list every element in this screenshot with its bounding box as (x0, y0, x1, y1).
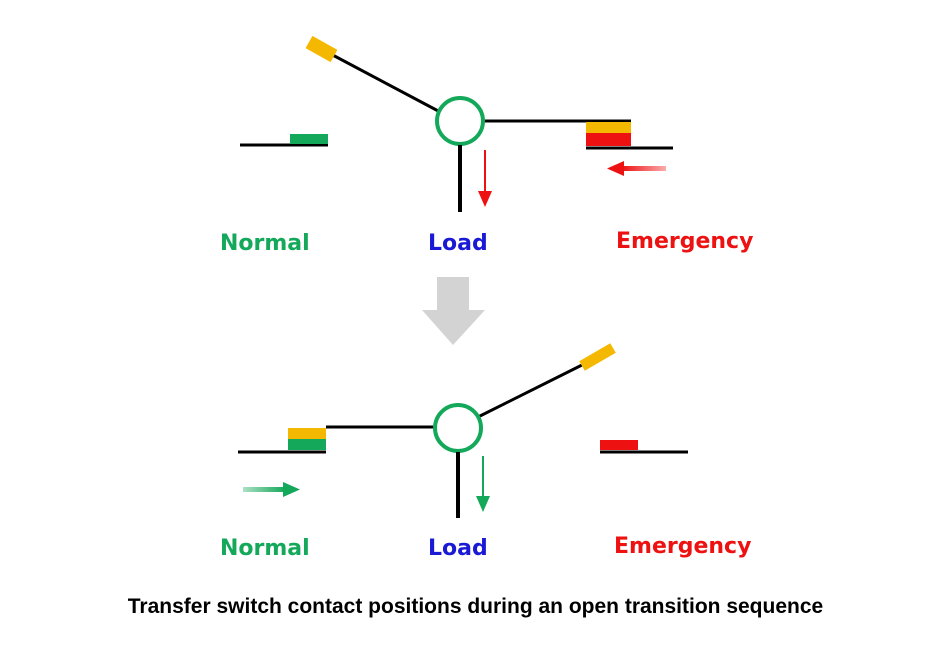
bottom-load-label: Load (428, 536, 488, 561)
top-emergency-current-arrow-head (607, 161, 624, 176)
top-switch-state (240, 35, 673, 212)
top-normal-label: Normal (220, 231, 310, 256)
top-emergency-label: Emergency (616, 229, 754, 254)
top-load-current-arrow-head (478, 191, 492, 207)
bottom-switch-state (238, 343, 688, 518)
top-emergency-contact-yellow (586, 122, 631, 133)
bottom-emergency-fixed-contact (600, 440, 638, 450)
bottom-pivot-circle (433, 403, 483, 453)
bottom-normal-current-arrow-head (283, 482, 300, 497)
bottom-normal-fixed-contact (288, 439, 326, 450)
bottom-normal-label: Normal (220, 536, 310, 561)
bottom-load-current-arrow-head (476, 496, 490, 512)
top-open-contact-tip (305, 35, 338, 63)
top-emergency-fixed-contact (586, 133, 631, 146)
top-pivot-circle (435, 96, 485, 146)
top-open-arm (326, 50, 443, 115)
bottom-open-arm (477, 355, 599, 419)
top-emergency-current-arrow-shaft (622, 166, 666, 171)
transition-down-arrow (422, 277, 485, 345)
top-normal-fixed-contact (290, 134, 328, 144)
bottom-open-contact-tip (579, 343, 616, 371)
bottom-emergency-label: Emergency (614, 534, 752, 559)
bottom-normal-current-arrow-shaft (243, 487, 285, 492)
bottom-normal-contact-yellow (288, 428, 326, 439)
figure-caption: Transfer switch contact positions during… (127, 595, 824, 618)
top-load-label: Load (428, 231, 488, 256)
